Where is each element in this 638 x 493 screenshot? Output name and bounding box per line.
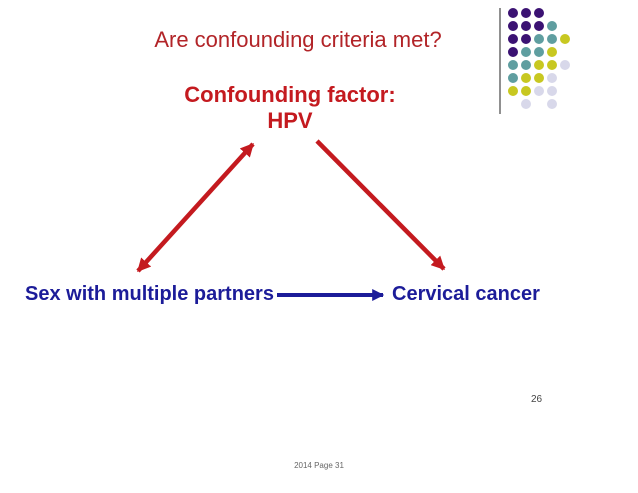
dot-matrix-logo-grid: [508, 8, 583, 118]
arrow-confounder-to-exposure: [136, 142, 255, 273]
footer-note: 2014 Page 31: [294, 461, 344, 470]
page-number: 26: [531, 394, 543, 405]
logo-dot: [547, 34, 557, 44]
logo-dot: [534, 8, 544, 18]
logo-dot: [508, 73, 518, 83]
logo-dot: [521, 8, 531, 18]
logo-dot: [521, 34, 531, 44]
logo-dot: [534, 73, 544, 83]
logo-dot: [508, 47, 518, 57]
logo-dot: [534, 34, 544, 44]
logo-dot: [534, 21, 544, 31]
logo-dot: [547, 99, 557, 109]
confounder-label: Confounding factor:: [184, 82, 396, 107]
slide-title: Are confounding criteria met?: [154, 27, 442, 52]
logo-dot: [521, 73, 531, 83]
logo-dot: [534, 47, 544, 57]
outcome-node-label: Cervical cancer: [392, 283, 540, 305]
logo-dot: [508, 86, 518, 96]
logo-dot: [547, 60, 557, 70]
logo-dot: [547, 86, 557, 96]
logo-vertical-line: [499, 8, 501, 114]
logo-dot: [508, 21, 518, 31]
logo-dot: [521, 47, 531, 57]
logo-dot: [560, 60, 570, 70]
logo-dot: [547, 21, 557, 31]
logo-dot: [521, 60, 531, 70]
logo-dot: [521, 21, 531, 31]
confounder-name: HPV: [267, 108, 313, 133]
arrow-confounder-to-outcome: [315, 139, 446, 271]
logo-dot: [547, 47, 557, 57]
logo-dot: [521, 99, 531, 109]
dot-matrix-logo: [490, 0, 638, 125]
logo-dot: [560, 34, 570, 44]
logo-dot: [547, 73, 557, 83]
logo-dot: [508, 60, 518, 70]
logo-dot: [521, 86, 531, 96]
confounder-node: Confounding factor: HPV: [0, 82, 580, 134]
logo-dot: [534, 60, 544, 70]
exposure-node-label: Sex with multiple partners: [25, 283, 274, 305]
logo-dot: [508, 34, 518, 44]
logo-dot: [508, 8, 518, 18]
logo-dot: [534, 86, 544, 96]
